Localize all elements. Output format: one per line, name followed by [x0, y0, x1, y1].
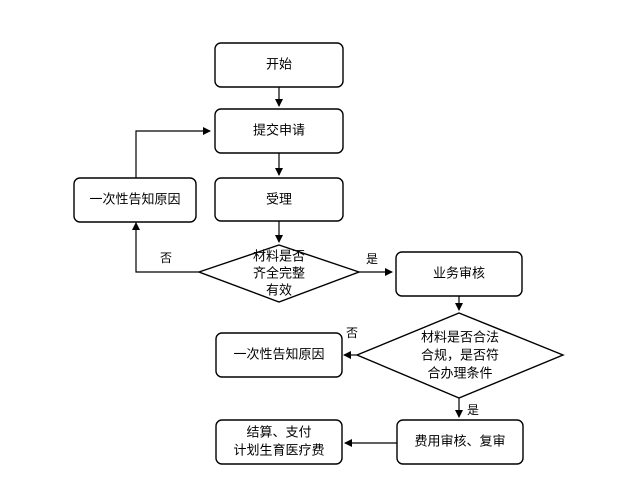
- decision-materials-line-2: 齐全完整: [253, 266, 305, 282]
- decision-compliance: 材料是否合法 合规，是否符 合办理条件: [355, 312, 565, 399]
- decision-materials-line-3: 有效: [266, 284, 292, 299]
- node-settlement: 结算、支付 计划生育医疗费: [215, 419, 343, 465]
- decision-compliance-line-3: 合办理条件: [427, 366, 492, 382]
- node-accept-label: 受理: [266, 193, 292, 208]
- node-notify-reason-right: 一次性告知原因: [215, 332, 343, 378]
- node-notify-reason-left: 一次性告知原因: [73, 177, 197, 223]
- node-submit-application: 提交申请: [214, 108, 344, 154]
- node-settlement-line-1: 结算、支付: [246, 426, 311, 441]
- edge-label-compliance-no: 否: [346, 326, 358, 340]
- decision-materials-line-1: 材料是否: [253, 250, 305, 265]
- node-business-review: 业务审核: [395, 251, 523, 297]
- edge-check-no-to-notify: [132, 222, 199, 273]
- node-submit-label: 提交申请: [253, 123, 305, 139]
- node-settlement-line-2: 计划生育医疗费: [233, 443, 324, 459]
- decision-materials-complete: 材料是否 齐全完整 有效: [196, 244, 362, 303]
- node-business-review-label: 业务审核: [433, 266, 485, 282]
- node-start: 开始: [214, 42, 344, 88]
- edge-label-materials-yes: 是: [366, 252, 378, 266]
- edge-label-compliance-yes: 是: [467, 403, 479, 417]
- node-notify-reason-right-label: 一次性告知原因: [233, 347, 324, 363]
- edge-label-materials-no: 否: [160, 251, 172, 265]
- node-accept: 受理: [214, 177, 344, 222]
- node-notify-reason-left-label: 一次性告知原因: [89, 192, 180, 208]
- node-cost-review: 费用审核、复审: [396, 419, 524, 465]
- edge-notify-to-submit: [135, 127, 211, 178]
- node-start-label: 开始: [266, 58, 292, 73]
- decision-compliance-line-1: 材料是否合法: [421, 331, 499, 346]
- decision-compliance-line-2: 合规，是否符: [421, 348, 499, 364]
- node-cost-review-label: 费用审核、复审: [414, 435, 505, 450]
